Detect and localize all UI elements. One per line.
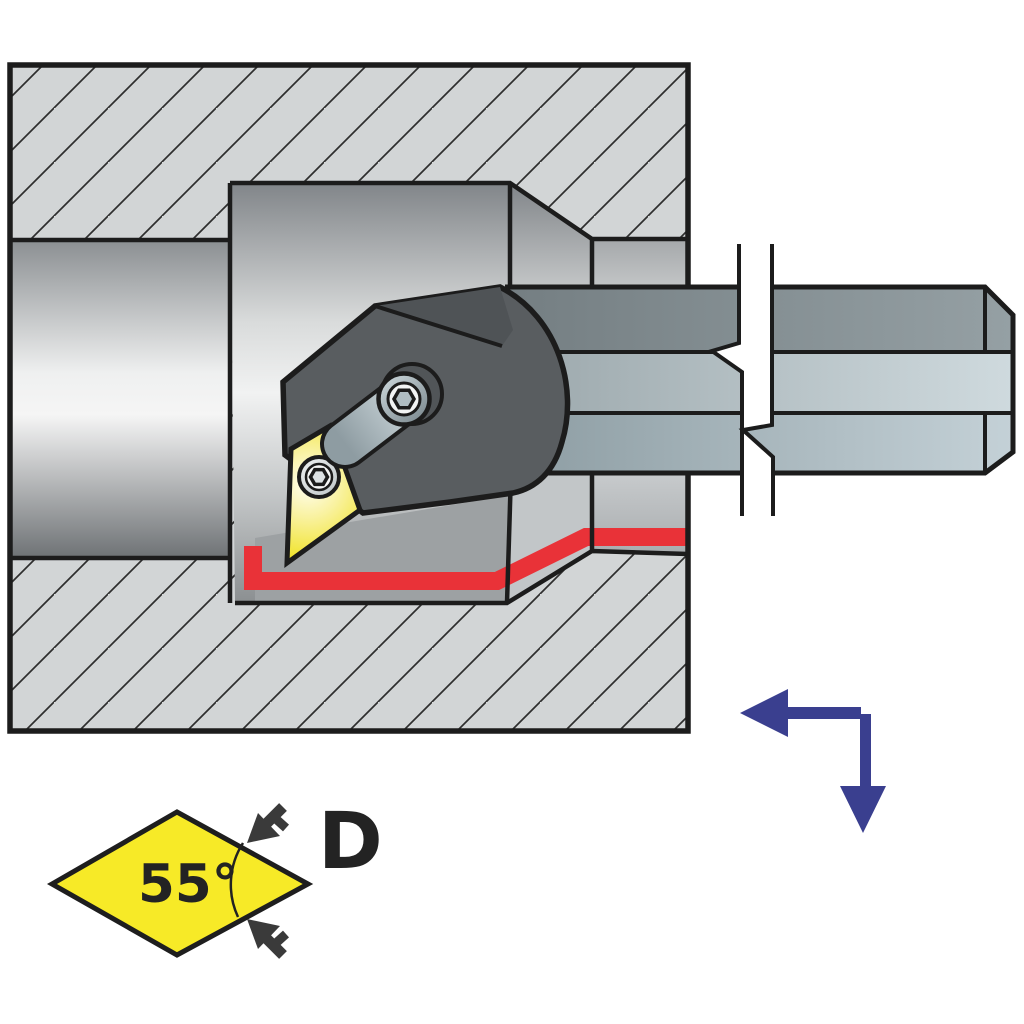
clamp-assembly	[320, 362, 444, 469]
shape-code-label: D	[318, 797, 383, 887]
break-line-right	[738, 244, 775, 516]
bore-edges	[10, 180, 689, 606]
angle-arc	[229, 842, 245, 918]
feed-arrow-left-icon	[740, 689, 861, 737]
insert-screw	[297, 455, 341, 499]
feed-direction-arrows	[740, 689, 886, 833]
boring-bar-shaft	[505, 244, 1016, 516]
insert-shape-symbol: 55° D	[46, 797, 383, 959]
hex-socket-icon	[391, 388, 417, 410]
tool-head	[280, 284, 571, 569]
tool-head-facet-line	[374, 304, 503, 348]
feed-arrow-down-icon	[840, 714, 886, 833]
break-line-left	[707, 244, 744, 516]
hex-socket-icon	[308, 467, 330, 487]
angle-arrow-bottom-icon	[247, 919, 290, 959]
break-symbol	[707, 244, 775, 516]
angle-arrow-top-icon	[247, 803, 290, 843]
tool-head-chamfer-facet	[375, 287, 513, 346]
shaft-outline	[505, 284, 1016, 476]
angle-label: 55°	[138, 854, 238, 915]
insert-rhombus	[46, 809, 314, 958]
machined-profile-highlight	[244, 528, 688, 590]
left-bore-cavity	[10, 240, 230, 558]
